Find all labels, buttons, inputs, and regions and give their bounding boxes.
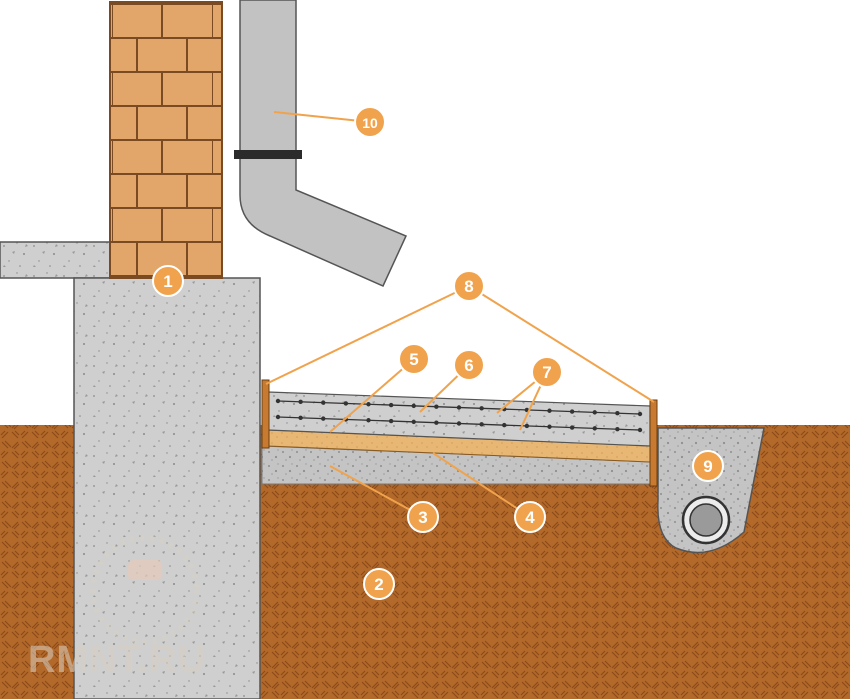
rebar-node	[479, 406, 484, 411]
rebar-node	[388, 402, 394, 408]
rebar-node	[434, 420, 439, 425]
svg-text:1: 1	[163, 272, 172, 291]
drain-pipe-inner	[689, 503, 723, 537]
rebar-node	[275, 414, 281, 420]
adjacent-slab	[0, 241, 113, 279]
rebar-node	[321, 416, 326, 421]
formwork-right	[649, 399, 658, 487]
callout-1: 1	[152, 265, 184, 297]
svg-text:9: 9	[703, 457, 712, 476]
rebar-node	[456, 421, 462, 426]
svg-text:4: 4	[525, 508, 535, 527]
callout-5: 5	[398, 343, 430, 375]
svg-text:5: 5	[409, 350, 418, 369]
callout-3: 3	[407, 501, 439, 533]
rebar-node	[592, 426, 597, 431]
rebar-node	[343, 401, 349, 406]
rebar-node	[637, 411, 643, 417]
rebar-node	[366, 418, 371, 423]
foundation-wall	[73, 277, 261, 699]
paint-roller-icon	[128, 560, 162, 580]
rebar-node	[321, 400, 326, 405]
watermark: RMNT.RU	[28, 535, 206, 681]
rebar-node	[411, 419, 416, 425]
reinforcement-nodes	[275, 398, 643, 433]
rebar-node	[479, 422, 484, 427]
rebar-node	[569, 425, 575, 430]
rebar-node	[298, 399, 303, 405]
rebar-node	[615, 426, 620, 432]
callout-4: 4	[514, 501, 546, 533]
rebar-node	[547, 424, 552, 429]
rebar-node	[502, 422, 507, 428]
brick-wall	[109, 1, 223, 279]
callout-2: 2	[363, 568, 395, 600]
rebar-node	[275, 398, 281, 404]
rebar-node	[592, 410, 597, 415]
callout-8: 8	[453, 270, 485, 302]
downpipe	[239, 0, 408, 287]
rebar-node	[637, 427, 643, 433]
rebar-node	[388, 418, 394, 424]
callout-6: 6	[453, 349, 485, 381]
svg-text:8: 8	[464, 277, 473, 296]
rebar-node	[569, 409, 575, 414]
svg-text:3: 3	[418, 508, 427, 527]
watermark-text: RMNT.RU	[28, 639, 206, 681]
rebar-node	[456, 405, 462, 410]
pipe-clamp	[234, 150, 302, 159]
svg-text:6: 6	[464, 356, 473, 375]
svg-text:10: 10	[362, 115, 378, 131]
callout-9: 9	[692, 450, 724, 482]
svg-text:2: 2	[374, 575, 383, 594]
svg-text:7: 7	[542, 363, 551, 382]
formwork-left	[261, 379, 270, 449]
rebar-node	[524, 423, 530, 429]
rebar-node	[298, 415, 303, 421]
rebar-node	[547, 408, 552, 413]
rebar-node	[434, 404, 439, 409]
callout-7: 7	[531, 356, 563, 388]
callout-10: 10	[354, 106, 386, 138]
rebar-node	[615, 410, 620, 416]
rebar-node	[366, 402, 371, 407]
rebar-node	[411, 403, 416, 409]
